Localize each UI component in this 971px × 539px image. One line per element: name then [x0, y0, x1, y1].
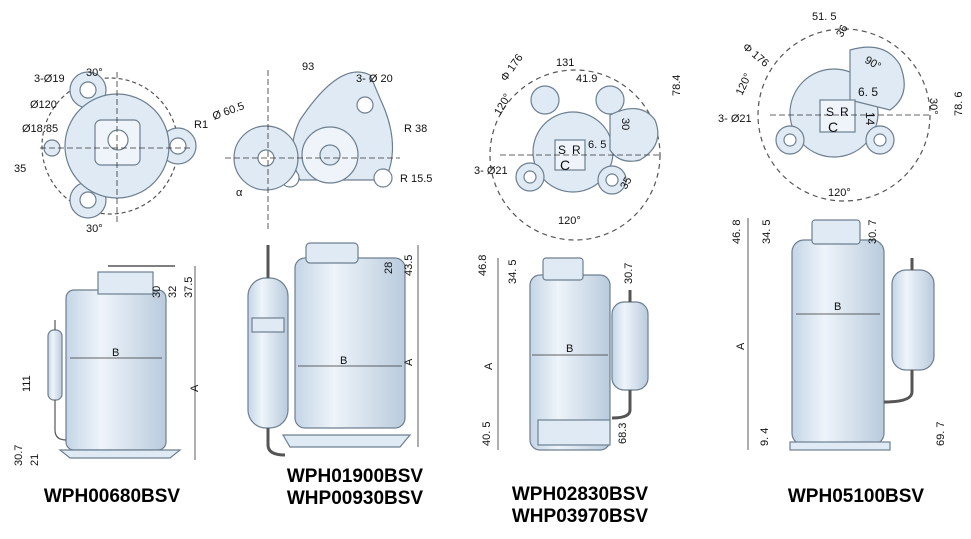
f3-terminal-r: R — [572, 143, 581, 157]
model-line: WPH05100BSV — [787, 486, 925, 507]
f3-top-dim-9: 35 — [618, 175, 635, 192]
f3-top-dim-5: 6. 5 — [588, 139, 606, 151]
f2-side-dim-3: B — [340, 355, 347, 367]
f3-side-dim-3: 30.7 — [623, 263, 635, 284]
f3-side-dim-1: 46.8 — [477, 255, 489, 276]
figure-4-top-view — [757, 28, 931, 202]
f2-top-dim-5: α — [236, 187, 243, 199]
f4-top-dim-5: 120° — [734, 72, 754, 98]
f4-top-dim-2: Φ 176 — [740, 41, 771, 70]
f1-top-dim-5: R1 — [194, 119, 208, 131]
f1-side-dim-7: 30.7 — [13, 445, 25, 466]
f4-side-dim-4: B — [834, 301, 841, 313]
figure-2-side-view — [247, 242, 419, 457]
f4-terminal-c: C — [828, 119, 838, 135]
figure-4-side-labels: 46. 8 34. 5 30. 7 B A 9. 4 69. 7 — [731, 220, 947, 446]
f1-top-dim-6: 35 — [14, 163, 26, 175]
model-label-4: WPH05100BSV — [776, 486, 936, 508]
f4-terminal-s: S — [826, 105, 834, 119]
f1-top-dim-4: Ø18.85 — [22, 123, 58, 135]
f1-top-dim-2: 30° — [86, 67, 103, 79]
f2-side-dim-4: A — [403, 358, 415, 366]
f1-top-dim-1: 3-Ø19 — [34, 73, 65, 85]
f4-side-dim-7: 69. 7 — [935, 422, 947, 446]
model-line: WPH00680BSV — [43, 486, 181, 507]
f4-top-dim-6: 30° — [927, 98, 939, 115]
f1-side-dim-5: B — [112, 347, 119, 359]
figure-1-side-view — [47, 265, 196, 460]
model-line: WHP00930BSV — [286, 488, 424, 509]
figure-1-top-labels: 3-Ø19 30° Ø120 Ø18.85 R1 35 30° — [14, 67, 208, 235]
f1-side-dim-4: 111 — [21, 375, 33, 392]
f3-terminal-s: S — [558, 143, 566, 157]
f2-top-dim-2: 3- Ø 20 — [356, 73, 393, 85]
f4-top-dim-3: 36 — [834, 23, 851, 40]
f2-side-dim-2: 43.5 — [403, 255, 415, 276]
f4-top-dim-8: 3- Ø21 — [718, 113, 752, 125]
f4-terminal-r: R — [840, 105, 849, 119]
f3-top-dim-1: Φ 176 — [499, 52, 526, 84]
f3-top-dim-7: 78.4 — [671, 75, 683, 96]
figure-3-side-view — [497, 257, 649, 451]
model-line: WPH01900BSV — [286, 466, 424, 487]
figure-4-side-view — [747, 218, 935, 451]
f3-top-dim-8: 3- Ø21 — [474, 165, 508, 177]
f3-side-dim-2: 34. 5 — [507, 260, 519, 284]
f2-top-dim-4: R 38 — [404, 123, 427, 135]
f3-top-dim-3: 41.9 — [576, 73, 597, 85]
f4-side-dim-2: 34. 5 — [761, 220, 773, 244]
f3-side-dim-5: A — [483, 362, 495, 370]
figure-3-top-view — [489, 69, 661, 241]
f4-top-dim-7: 78. 6 — [953, 92, 965, 116]
f4-top-dim-1: 51. 5 — [812, 11, 836, 23]
figure-2-side-labels: 28 43.5 B A — [340, 255, 415, 367]
f3-top-dim-6: 30 — [619, 118, 631, 130]
figure-1-top-view — [40, 71, 197, 225]
f4-side-dim-6: 9. 4 — [759, 428, 771, 446]
model-label-3: WPH02830BSV WHP03970BSV — [500, 484, 660, 528]
figure-4-top-labels: 51. 5 Φ 176 36 90° 120° 30° 78. 6 3- Ø21… — [718, 11, 965, 199]
f1-side-dim-6: A — [189, 384, 201, 392]
model-label-1: WPH00680BSV — [32, 486, 192, 508]
f2-top-dim-3: Ø 60.5 — [211, 100, 246, 123]
f1-side-dim-2: 32 — [167, 286, 179, 298]
f3-terminal-c: C — [560, 157, 570, 173]
f4-side-dim-3: 30. 7 — [867, 220, 879, 244]
f3-side-dim-4: B — [566, 343, 573, 355]
figure-2-top-view — [225, 70, 400, 230]
f4-top-dim-9: 6. 5 — [858, 85, 878, 99]
f4-top-dim-10: 14 — [863, 112, 877, 126]
model-label-2: WPH01900BSV WHP00930BSV — [275, 466, 435, 510]
f2-top-dim-1: 93 — [302, 61, 314, 73]
f4-side-dim-5: A — [735, 342, 747, 350]
f3-side-dim-6: 40. 5 — [481, 422, 493, 446]
f2-top-dim-6: R 15.5 — [400, 173, 432, 185]
f3-top-dim-10: 120° — [558, 215, 581, 227]
f4-top-dim-11: 120° — [828, 187, 851, 199]
f3-side-dim-7: 68.3 — [617, 423, 629, 444]
f2-side-dim-1: 28 — [383, 262, 395, 274]
f3-top-dim-2: 131 — [556, 57, 574, 69]
figure-3-side-labels: 46.8 34. 5 30.7 B A 40. 5 68.3 — [477, 255, 635, 446]
f1-top-dim-3: Ø120 — [30, 99, 57, 111]
model-line: WHP03970BSV — [511, 506, 649, 527]
figure-1-side-labels: 30 32 37.5 111 B A 30.7 21 — [13, 277, 201, 466]
model-line: WPH02830BSV — [511, 484, 649, 505]
f1-top-dim-7: 30° — [86, 223, 103, 235]
f3-top-dim-4: 120° — [492, 92, 514, 118]
f1-side-dim-8: 21 — [29, 454, 41, 466]
f1-side-dim-3: 37.5 — [183, 277, 195, 298]
f1-side-dim-1: 30 — [151, 286, 163, 298]
f4-side-dim-1: 46. 8 — [731, 220, 743, 244]
